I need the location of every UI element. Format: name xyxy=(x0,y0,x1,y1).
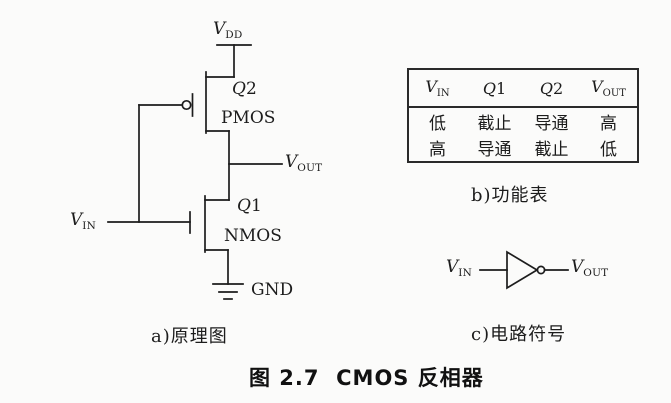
panel-a-caption: a)原理图 xyxy=(151,326,228,347)
vdd-label: VDD xyxy=(213,20,243,42)
q2-symbol: Q xyxy=(232,79,246,99)
q2-number: 2 xyxy=(245,79,257,99)
panel-b-caption: b)功能表 xyxy=(471,185,549,206)
row2-vout: 低 xyxy=(600,140,617,161)
pmos-label: PMOS xyxy=(221,108,276,128)
row1-vout: 高 xyxy=(600,113,617,134)
vout-label: VOUT xyxy=(285,153,322,175)
function-table-header-row: VIN Q1 Q2 VOUT xyxy=(409,70,637,108)
row2-q1: 导通 xyxy=(477,140,512,161)
header-q1-symbol: Q xyxy=(482,78,496,98)
header-q1-number: 1 xyxy=(495,78,507,98)
header-vout-symbol: V xyxy=(591,77,603,96)
vin-symbol: V xyxy=(70,210,83,230)
cmos-schematic xyxy=(107,44,283,300)
inverter-vout-symbol: V xyxy=(571,257,584,277)
row1-vin: 低 xyxy=(429,113,446,134)
row2-vin: 高 xyxy=(429,140,446,161)
header-q2: Q2 xyxy=(523,79,580,98)
inverter-vin-symbol: V xyxy=(446,257,459,277)
table-row: 低 截止 导通 高 xyxy=(409,108,637,135)
q1-number: 1 xyxy=(250,196,262,216)
q2-label: Q2 xyxy=(232,80,257,99)
vout-symbol: V xyxy=(285,152,298,172)
q1-symbol: Q xyxy=(237,196,251,216)
vdd-subscript: DD xyxy=(225,29,243,42)
row1-q1: 截止 xyxy=(477,113,512,134)
inverter-vin-subscript: IN xyxy=(458,267,473,280)
inverter-symbol xyxy=(479,250,569,290)
header-q1: Q1 xyxy=(466,79,523,98)
row2-q2: 截止 xyxy=(534,140,569,161)
gnd-label: GND xyxy=(251,280,294,300)
q1-label: Q1 xyxy=(237,197,262,216)
header-vout-subscript: OUT xyxy=(602,88,626,99)
figure-caption: 图 2.7 CMOS 反相器 xyxy=(249,366,484,390)
inverter-vout-subscript: OUT xyxy=(583,267,609,280)
vdd-symbol: V xyxy=(213,19,226,39)
row1-q2: 导通 xyxy=(534,113,569,134)
panel-c-caption: c)电路符号 xyxy=(471,324,567,345)
function-table: VIN Q1 Q2 VOUT 低 截止 导通 高 高 导通 截止 低 xyxy=(407,68,639,163)
vin-label: VIN xyxy=(70,211,96,233)
table-row: 高 导通 截止 低 xyxy=(409,135,637,162)
header-vin: VIN xyxy=(409,77,466,99)
header-vout: VOUT xyxy=(580,77,637,99)
vout-subscript: OUT xyxy=(297,162,323,175)
inverter-vin-label: VIN xyxy=(446,258,472,280)
pmos-gate-bubble xyxy=(181,99,192,111)
inverter-triangle xyxy=(506,250,539,290)
nmos-label: NMOS xyxy=(224,226,282,246)
header-vin-subscript: IN xyxy=(436,88,450,99)
header-vin-symbol: V xyxy=(425,77,437,96)
header-q2-number: 2 xyxy=(552,78,564,98)
vin-subscript: IN xyxy=(82,220,97,233)
header-q2-symbol: Q xyxy=(539,78,553,98)
inverter-vout-label: VOUT xyxy=(571,258,608,280)
